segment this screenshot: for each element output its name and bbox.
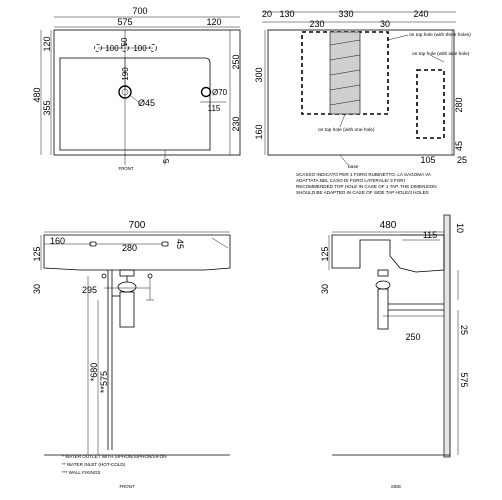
side-elevation-caption: SIDE [391, 484, 401, 489]
front-siphon-body-icon [119, 291, 135, 328]
basin-outline [53, 29, 241, 156]
drain-icon [118, 85, 132, 99]
front-water-inlet-right-icon [147, 273, 153, 279]
dim-top-230: 230 [309, 19, 324, 29]
dim-right-230: 230 [231, 116, 241, 131]
dim-tap-left-100: 100 [105, 44, 119, 53]
dim-front-hole-45: 45 [175, 239, 185, 249]
side-siphon-body-icon [377, 288, 389, 330]
dim-basin-width: 575 [117, 17, 132, 27]
dim-width-total: 700 [132, 6, 147, 16]
dim-front-left-160: 160 [50, 236, 65, 246]
dim-height-total: 480 [32, 87, 42, 102]
dim-drain-offset: 190 [121, 67, 130, 81]
label-side-hole: on top hole (with side hole) [412, 51, 470, 57]
dim-front-center-280: 280 [122, 243, 137, 253]
side-wall [443, 214, 451, 458]
dim-overflow-offset: 115 [208, 104, 221, 113]
dim-left-top-120: 120 [42, 36, 52, 51]
side-waste-valve-icon [377, 269, 389, 277]
dim-front-width: 700 [129, 220, 146, 231]
label-base: base [348, 164, 359, 170]
dim-bottom-105: 105 [420, 155, 435, 165]
drain-inner-ring-icon [121, 88, 129, 96]
front-basin-body [43, 234, 231, 271]
dim-front-680: *680 [89, 363, 99, 382]
top-plan-caption: FRONT [118, 166, 133, 171]
front-notes: * WATER OUTLET WITH SIPHON/SIPHON/SIFÓN … [62, 453, 167, 475]
cutout-note: SCASSO INDICATO PER 1 FORO RUBINETTO. LA… [296, 172, 437, 195]
front-elevation-caption: FRONT [119, 484, 134, 489]
dim-side-floor-25: 25 [459, 325, 469, 335]
note-line-2: ADATTATA NEL CASO DI FORO LATERALE/ 3 FO… [296, 178, 405, 183]
cutout-one-hole-hatched [329, 31, 361, 115]
front-note-3: *** WALL FIXINGS [62, 470, 100, 475]
dim-top-130: 130 [279, 9, 294, 19]
cutout-plan-view: 20 130 330 240 230 30 300 160 280 45 105… [254, 9, 471, 195]
side-basin-body [331, 234, 445, 273]
basin-inner-bowl [59, 57, 211, 151]
dim-bottom-25: 25 [457, 155, 467, 165]
dim-front-30: 30 [32, 284, 42, 294]
side-elevation-view: 480 10 115 125 30 250 25 575 SIDE [320, 214, 469, 489]
dim-inner-height: 355 [42, 100, 52, 115]
dim-tap-right-100: 100 [133, 44, 147, 53]
dim-right-45: 45 [454, 141, 464, 151]
dim-left-160: 160 [254, 124, 264, 139]
wall-plate-outline [267, 29, 455, 156]
front-water-inlet-icon [101, 273, 107, 279]
dim-front-295: 295 [82, 285, 97, 295]
dim-right-250: 250 [231, 54, 241, 69]
front-siphon-bowl-icon [117, 281, 137, 293]
note-line-4: SHOULD BE ADAPTED IN CASE OF SIDE TAP HO… [296, 190, 429, 195]
dim-side-575: 575 [459, 372, 469, 387]
side-siphon-bowl-icon [375, 280, 391, 290]
dim-top-330: 330 [338, 9, 353, 19]
dim-right-margin: 120 [206, 17, 221, 27]
dim-left-300: 300 [254, 67, 264, 82]
dim-top-30: 30 [380, 19, 390, 29]
front-waste-valve-icon [119, 269, 135, 277]
top-plan-view: 700 575 120 480 120 355 100 100 50 190 Ø… [32, 6, 241, 171]
dim-side-top-10: 10 [455, 223, 465, 233]
dim-front-125: 125 [32, 246, 42, 261]
dim-right-280: 280 [454, 97, 464, 112]
overflow-icon [200, 86, 212, 98]
front-tap-hole-right-icon [161, 241, 169, 247]
dim-side-inner-115: 115 [423, 230, 437, 240]
dim-overflow-dia: Ø70 [212, 88, 228, 97]
cutout-side-hole [416, 69, 445, 139]
dim-side-30: 30 [320, 284, 330, 294]
front-note-1: * WATER OUTLET WITH SIPHON/SIPHON/SIFÓN [62, 453, 167, 459]
dim-top-240: 240 [413, 9, 428, 19]
dim-front-575: **575 [99, 371, 109, 393]
dim-side-trap-250: 250 [405, 332, 420, 342]
dim-side-125: 125 [320, 246, 330, 261]
label-one-hole: on top hole (with one hole) [318, 127, 375, 133]
front-note-2: ** WATER INLET (HOT-COLD) [62, 462, 126, 467]
front-elevation-view: 700 160 280 45 125 30 295 *680 **575 [32, 220, 231, 489]
dim-top-50: 50 [120, 37, 129, 46]
dim-bottom-5: 5 [162, 158, 171, 163]
dim-drain-dia: Ø45 [138, 98, 155, 108]
label-three-holes: on top hole (with three holes) [409, 32, 471, 38]
dim-side-depth: 480 [380, 220, 397, 231]
note-line-1: SCASSO INDICATO PER 1 FORO RUBINETTO. LA… [296, 172, 432, 177]
dim-top-20: 20 [262, 9, 272, 19]
note-line-3: RECOMMENDED TOP HOLE IN CASE OF 1 TAP. T… [296, 184, 437, 189]
